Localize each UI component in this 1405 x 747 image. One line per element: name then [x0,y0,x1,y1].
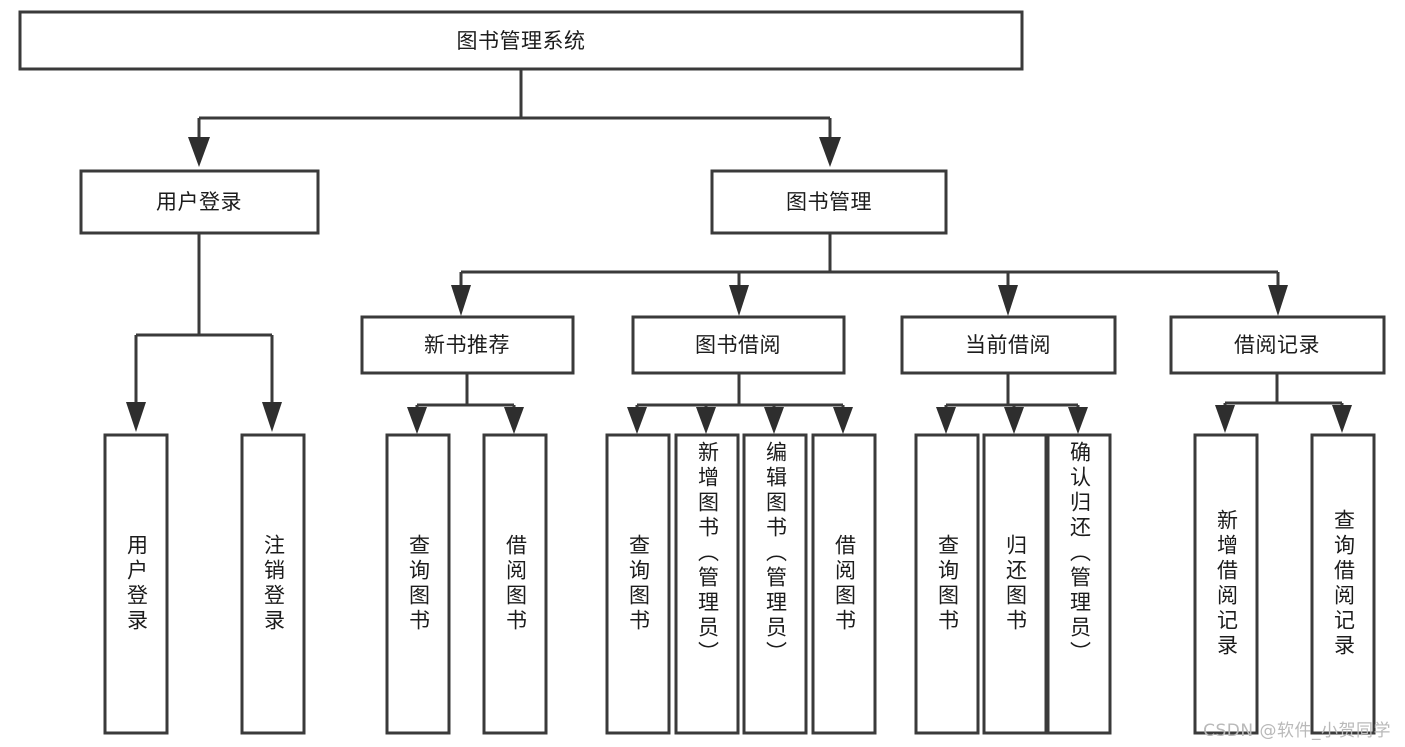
leaf-box-bb-edit-book[interactable] [742,433,808,735]
arrow-to-new-book-recommend [451,285,471,316]
arrow-bb-add-book [696,407,716,434]
node-borrow-records-box[interactable] [1169,315,1386,375]
leaf-box-bb-query-book[interactable] [605,433,671,735]
connector-group-user-login [126,233,282,432]
leaf-box-br-add-record[interactable] [1193,433,1259,735]
node-new-book-recommend-box[interactable] [360,315,575,375]
arrow-logout-leaf [262,402,282,432]
arrow-cb-return-book [1004,407,1024,434]
arrow-bb-query-book [627,407,647,434]
node-current-borrow-box[interactable] [900,315,1117,375]
connector-group-book-borrow [627,373,853,434]
node-new-book-recommend-label: 新书推荐 [424,333,510,357]
watermark: CSDN @软件_小贺同学 [1203,721,1391,741]
arrow-user-login-leaf [126,402,146,432]
node-current-borrow[interactable]: 当前借阅 [900,315,1117,375]
arrow-to-current-borrow [998,285,1018,316]
arrow-root-to-user [188,137,210,167]
arrow-cb-query-book [936,407,956,434]
leaf-box-bb-add-book[interactable] [674,433,740,735]
node-user-login[interactable]: 用户登录 [79,169,320,235]
node-book-manage-box[interactable] [710,169,948,235]
leaf-box-cb-confirm-return[interactable] [1046,433,1112,735]
arrow-root-to-book [819,137,841,167]
arrow-bb-edit-book [764,407,784,434]
arrow-to-book-borrow [729,285,749,316]
leaf-box-logout[interactable] [240,433,306,735]
leaf-box-bb-borrow-book[interactable] [811,433,877,735]
arrow-to-borrow-records [1268,285,1288,316]
leaf-box-user-login[interactable] [103,433,169,735]
node-root-label: 图书管理系统 [457,29,586,53]
node-borrow-records-label: 借阅记录 [1234,333,1320,357]
leaf-box-nbr-query-book[interactable] [385,433,451,735]
node-borrow-records[interactable]: 借阅记录 [1169,315,1386,375]
node-new-book-recommend[interactable]: 新书推荐 [360,315,575,375]
node-book-borrow[interactable]: 图书借阅 [631,315,846,375]
arrow-nbr-query-book [407,407,427,434]
leaf-box-nbr-borrow-book[interactable] [482,433,548,735]
connector-group-root [188,69,841,167]
arrow-br-add-record [1215,405,1235,433]
connector-group-new-book-recommend [407,373,524,434]
node-book-manage-label: 图书管理 [786,190,872,214]
node-root[interactable]: 图书管理系统 [18,10,1024,71]
arrow-bb-borrow-book [833,407,853,434]
leaf-box-group [103,433,1376,735]
node-current-borrow-label: 当前借阅 [965,333,1051,357]
node-book-borrow-label: 图书借阅 [695,333,781,357]
node-book-borrow-box[interactable] [631,315,846,375]
arrow-cb-confirm-return [1068,407,1088,434]
connector-group-borrow-records [1215,373,1352,433]
node-user-login-label: 用户登录 [156,190,242,214]
node-user-login-box[interactable] [79,169,320,235]
leaf-box-cb-query-book[interactable] [914,433,980,735]
arrow-nbr-borrow-book [504,407,524,434]
node-book-manage[interactable]: 图书管理 [710,169,948,235]
arrow-br-query-record [1332,405,1352,433]
connector-group-current-borrow [936,373,1088,434]
node-root-box[interactable] [18,10,1024,71]
leaf-box-cb-return-book[interactable] [982,433,1048,735]
leaf-box-br-query-record[interactable] [1310,433,1376,735]
connector-group-book-manage [451,233,1288,316]
